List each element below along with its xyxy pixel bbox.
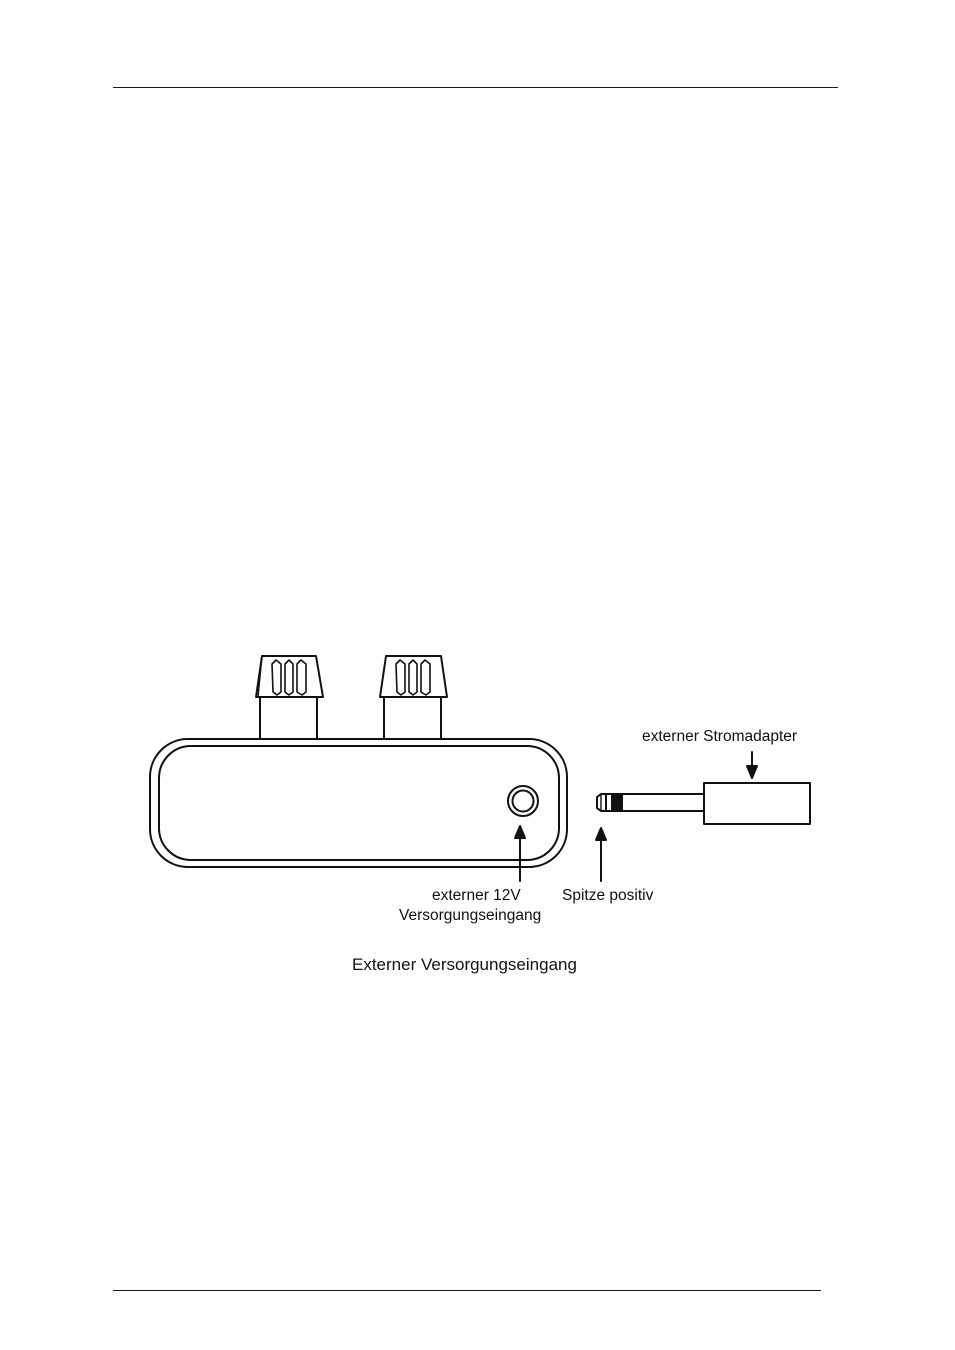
label-external-adapter: externer Stromadapter	[642, 727, 797, 746]
dc-plug	[597, 783, 810, 824]
arrow-to-adapter	[747, 752, 757, 778]
knob-right	[380, 656, 447, 739]
figure-caption: Externer Versorgungseingang	[352, 955, 577, 975]
arrow-to-tip	[596, 828, 606, 881]
header-rule	[113, 87, 838, 88]
label-power-input-line2: Versorgungseingang	[399, 906, 541, 925]
device-housing	[150, 739, 567, 867]
label-power-input-line1: externer 12V	[432, 886, 521, 905]
label-tip-positive: Spitze positiv	[562, 886, 653, 905]
knob-left	[256, 656, 323, 739]
footer-rule	[113, 1290, 821, 1291]
